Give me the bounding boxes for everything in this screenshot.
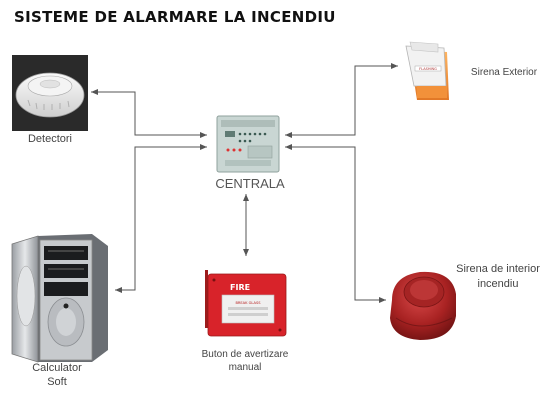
- sirena-exterior-label: Sirena Exterior: [470, 67, 538, 78]
- sirena-interior-label-line2: incendiu: [477, 278, 519, 290]
- arrow-detectori-centrala: [91, 89, 207, 138]
- arrow-centrala-sirena-exterior: [285, 63, 398, 138]
- calculator-label-line1: Calculator: [32, 362, 82, 374]
- page-title: SISTEME DE ALARMARE LA INCENDIU: [14, 8, 336, 26]
- control-panel-image: [216, 115, 280, 173]
- centrala-label: CENTRALA: [215, 176, 285, 191]
- buton-label-line1: Buton de avertizare: [201, 349, 289, 360]
- siren-brand-text: FLASHING: [419, 67, 437, 71]
- smoke-detector-image: [12, 55, 88, 131]
- connector-lines: [91, 63, 398, 303]
- sirena-interior-label: Sirena de interior incendiu: [436, 262, 560, 292]
- arrow-calculator-centrala: [115, 144, 207, 293]
- buton-label: Buton de avertizare manual: [180, 348, 310, 374]
- calculator-label-line2: Soft: [47, 376, 67, 388]
- glass-text: BREAK GLASS: [235, 301, 261, 305]
- calculator-label: Calculator Soft: [12, 361, 102, 389]
- arrow-centrala-sirena-interior: [285, 144, 386, 303]
- sirena-interior-label-line1: Sirena de interior: [456, 263, 540, 275]
- interior-siren-image: [390, 271, 456, 340]
- detectori-label: Detectori: [27, 133, 73, 145]
- computer-tower-image: [11, 234, 108, 363]
- buton-label-line2: manual: [228, 362, 262, 373]
- exterior-siren-image: FLASHING: [405, 41, 449, 100]
- fire-panel-text: FIRE: [230, 283, 250, 292]
- manual-call-point-image: FIRE BREAK GLASS: [205, 270, 287, 337]
